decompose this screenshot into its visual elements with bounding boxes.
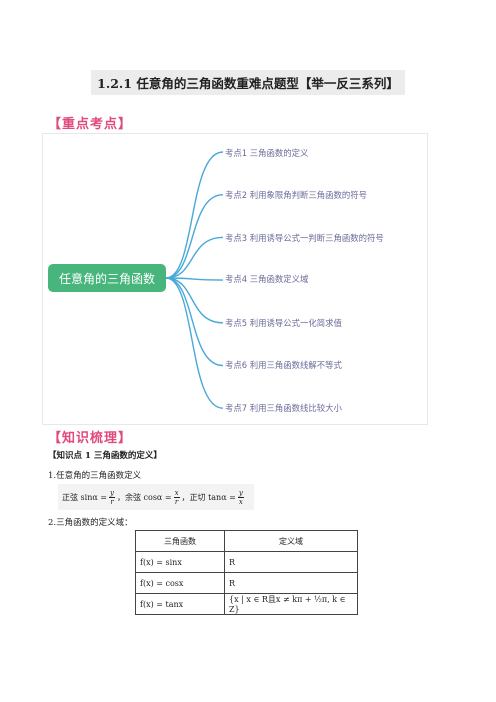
table-cell-function: f(x) = sinx [135, 551, 225, 573]
tan-fraction: y x [237, 488, 244, 506]
definition-heading: 1.任意角的三角函数定义 [48, 471, 142, 481]
mindmap-branch-1: 考点1 三角函数的定义 [225, 148, 309, 158]
table-cell-domain: {x | x ∈ R且x ≠ kπ + ½π, k ∈ Z} [224, 593, 358, 615]
mindmap-branch-line [165, 277, 224, 367]
trig-definition-formula: 正弦 sinα = y r ，余弦 cosα = x r ，正切 tanα = … [58, 484, 254, 510]
document-title: 1.2.1 任意角的三角函数重难点题型【举一反三系列】 [0, 70, 496, 95]
mindmap-center-node: 任意角的三角函数 [48, 264, 166, 292]
table-header-row: 三角函数 定义域 [135, 530, 358, 552]
mindmap-branch-line [165, 277, 224, 324]
sin-fraction: y r [109, 489, 115, 506]
table-header-function: 三角函数 [135, 530, 225, 552]
mindmap-branch-5: 考点5 利用诱导公式一化简求值 [225, 318, 342, 328]
tan-numerator: y [237, 488, 244, 498]
table-cell-domain: R [224, 572, 358, 594]
table-row: f(x) = cosx R [135, 572, 358, 594]
cos-label: ，余弦 cosα = [116, 492, 172, 502]
mindmap-branch-3: 考点3 利用诱导公式一判断三角函数的符号 [225, 233, 384, 243]
domain-table: 三角函数 定义域 f(x) = sinx R f(x) = cosx R f(x… [135, 530, 358, 615]
document-title-text: 1.2.1 任意角的三角函数重难点题型【举一反三系列】 [91, 70, 405, 95]
knowledge-point-title: 【知识点 1 三角函数的定义】 [48, 451, 162, 461]
mindmap: 任意角的三角函数 考点1 三角函数的定义 考点2 利用象限角判断三角函数的符号 … [42, 133, 428, 425]
mindmap-branch-line [165, 236, 224, 279]
knowledge-header: 【知识梳理】 [48, 431, 133, 446]
domain-heading: 2.三角函数的定义域： [48, 518, 133, 528]
mindmap-branch-4: 考点4 三角函数定义域 [225, 274, 309, 284]
cos-denominator: r [174, 497, 179, 506]
tan-denominator: x [238, 497, 243, 506]
cos-numerator: x [173, 488, 180, 498]
table-header-domain: 定义域 [224, 530, 358, 552]
table-row: f(x) = tanx {x | x ∈ R且x ≠ kπ + ½π, k ∈ … [135, 593, 358, 615]
mindmap-branch-line [165, 277, 224, 409]
cos-fraction: x r [173, 488, 180, 506]
sin-denominator: r [110, 497, 114, 506]
mindmap-branch-7: 考点7 利用三角函数线比较大小 [225, 403, 342, 413]
key-points-header: 【重点考点】 [48, 117, 133, 132]
table-cell-function: f(x) = tanx [135, 593, 225, 615]
mindmap-branch-6: 考点6 利用三角函数线解不等式 [225, 360, 342, 370]
tan-label: ，正切 tanα = [181, 492, 236, 502]
table-cell-domain: R [224, 551, 358, 573]
mindmap-branch-line [165, 151, 224, 279]
mindmap-branch-lines [165, 151, 224, 409]
sin-label: 正弦 sinα = [62, 492, 108, 502]
mindmap-branch-line [165, 277, 224, 281]
sin-numerator: y [109, 488, 115, 498]
table-row: f(x) = sinx R [135, 551, 358, 573]
table-cell-function: f(x) = cosx [135, 572, 225, 594]
mindmap-branch-2: 考点2 利用象限角判断三角函数的符号 [225, 190, 367, 200]
mindmap-branch-line [165, 194, 224, 279]
